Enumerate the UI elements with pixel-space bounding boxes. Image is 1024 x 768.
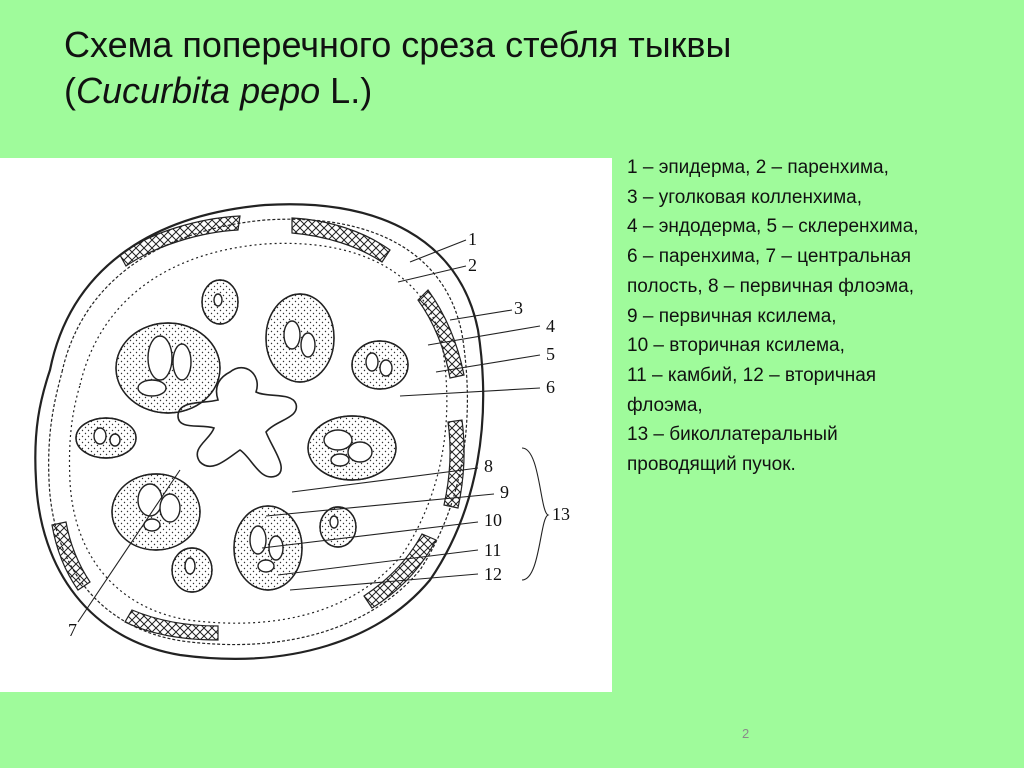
label-2: 2 (468, 255, 477, 275)
stem-cross-section-figure: 1 2 3 4 5 6 7 8 9 10 11 12 13 (0, 158, 612, 692)
label-9: 9 (500, 482, 509, 502)
stem-diagram: 1 2 3 4 5 6 7 8 9 10 11 12 13 (34, 203, 570, 660)
label-12: 12 (484, 564, 502, 584)
label-10: 10 (484, 510, 502, 530)
vascular-bundles (75, 279, 409, 593)
slide-title: Схема поперечного среза стебля тыквы (Cu… (64, 22, 731, 114)
sclerenchyma-ring (68, 242, 448, 624)
legend-line: 10 – вторичная ксилема, (627, 335, 845, 357)
diagram-labels: 1 2 3 4 5 6 7 8 9 10 11 12 13 (68, 229, 570, 640)
page-number: 2 (742, 726, 750, 741)
label-13: 13 (552, 504, 570, 524)
stem-outline (34, 203, 485, 660)
title-line-1: Схема поперечного среза стебля тыквы (64, 24, 732, 65)
leader-lines (77, 239, 550, 623)
legend-line: 13 – биколлатеральный (627, 424, 838, 446)
legend-line: 9 – первичная ксилема, (627, 305, 837, 327)
label-4: 4 (546, 316, 555, 336)
legend-line: 6 – паренхима, 7 – центральная (627, 246, 912, 268)
legend-line: 4 – эндодерма, 5 – склеренхима, (627, 216, 919, 238)
collenchyma-strands (51, 215, 465, 641)
legend-line: полость, 8 – первичная флоэма, (627, 275, 914, 297)
label-8: 8 (484, 456, 493, 476)
legend: 1 – эпидерма, 2 – паренхима, 3 – уголкова… (627, 153, 1012, 480)
label-5: 5 (546, 344, 555, 364)
title-line-2: (Cucurbita pepo L.) (64, 70, 373, 111)
label-3: 3 (514, 298, 523, 318)
label-11: 11 (484, 540, 501, 560)
label-1: 1 (468, 229, 477, 249)
label-6: 6 (546, 377, 555, 397)
legend-line: проводящий пучок. (627, 454, 796, 476)
legend-line: 3 – уголковая колленхима, (627, 186, 862, 208)
legend-line: 11 – камбий, 12 – вторичная (627, 364, 877, 386)
legend-line: 1 – эпидерма, 2 – паренхима, (627, 157, 889, 178)
label-7: 7 (68, 620, 77, 640)
legend-line: флоэма, (627, 394, 703, 416)
species-name: Cucurbita pepo (76, 70, 321, 111)
